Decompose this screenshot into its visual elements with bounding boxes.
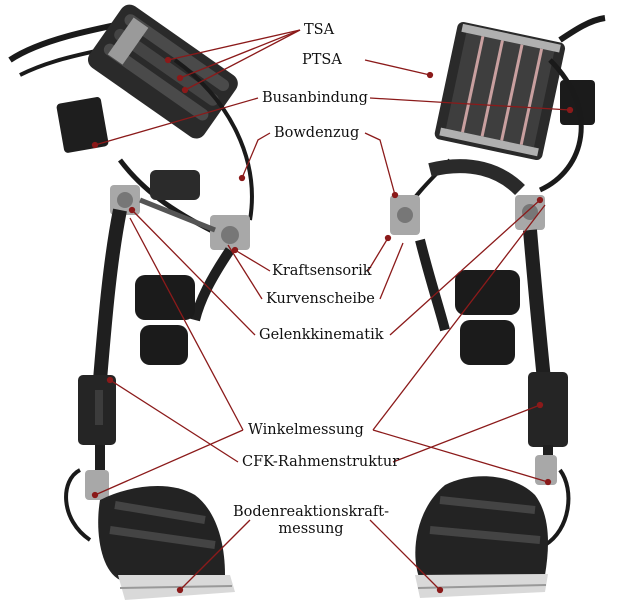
right-shin-cuff-upper (455, 270, 520, 315)
right-exoskeleton (390, 15, 606, 598)
left-sandal (98, 485, 235, 600)
label-winkelmessung: Winkelmessung (248, 422, 364, 438)
right-sandal (415, 476, 548, 598)
right-actuator-ptsa (434, 22, 566, 161)
label-bodenreaktion-line1: Bodenreaktionskraft- (233, 504, 389, 520)
leader-lines (91, 29, 574, 594)
right-lower-electronics (528, 372, 568, 447)
right-knee-joint (390, 159, 545, 235)
left-shin-cuff-lower (140, 325, 188, 365)
left-knee-joint (110, 170, 250, 250)
label-tsa: TSA (304, 22, 335, 38)
label-gelenkkinematik: Gelenkkinematik (259, 327, 384, 343)
label-ptsa: PTSA (302, 52, 342, 68)
left-shin-cuff-upper (135, 275, 195, 320)
label-bodenreaktion-line2: messung (278, 521, 344, 537)
left-actuator-tsa (87, 4, 238, 139)
left-exoskeleton (8, 4, 254, 600)
label-busanbindung: Busanbindung (262, 90, 368, 106)
label-cfk-rahmenstruktur: CFK-Rahmenstruktur (242, 454, 400, 470)
right-shin-cuff-lower (460, 320, 515, 365)
label-kurvenscheibe: Kurvenscheibe (266, 291, 375, 307)
label-bodenreaktionskraftmessung: Bodenreaktionskraft- messung (226, 504, 396, 538)
label-bowdenzug: Bowdenzug (274, 125, 360, 141)
label-kraftsensorik: Kraftsensorik (272, 263, 372, 279)
left-electronics-box (56, 97, 109, 153)
